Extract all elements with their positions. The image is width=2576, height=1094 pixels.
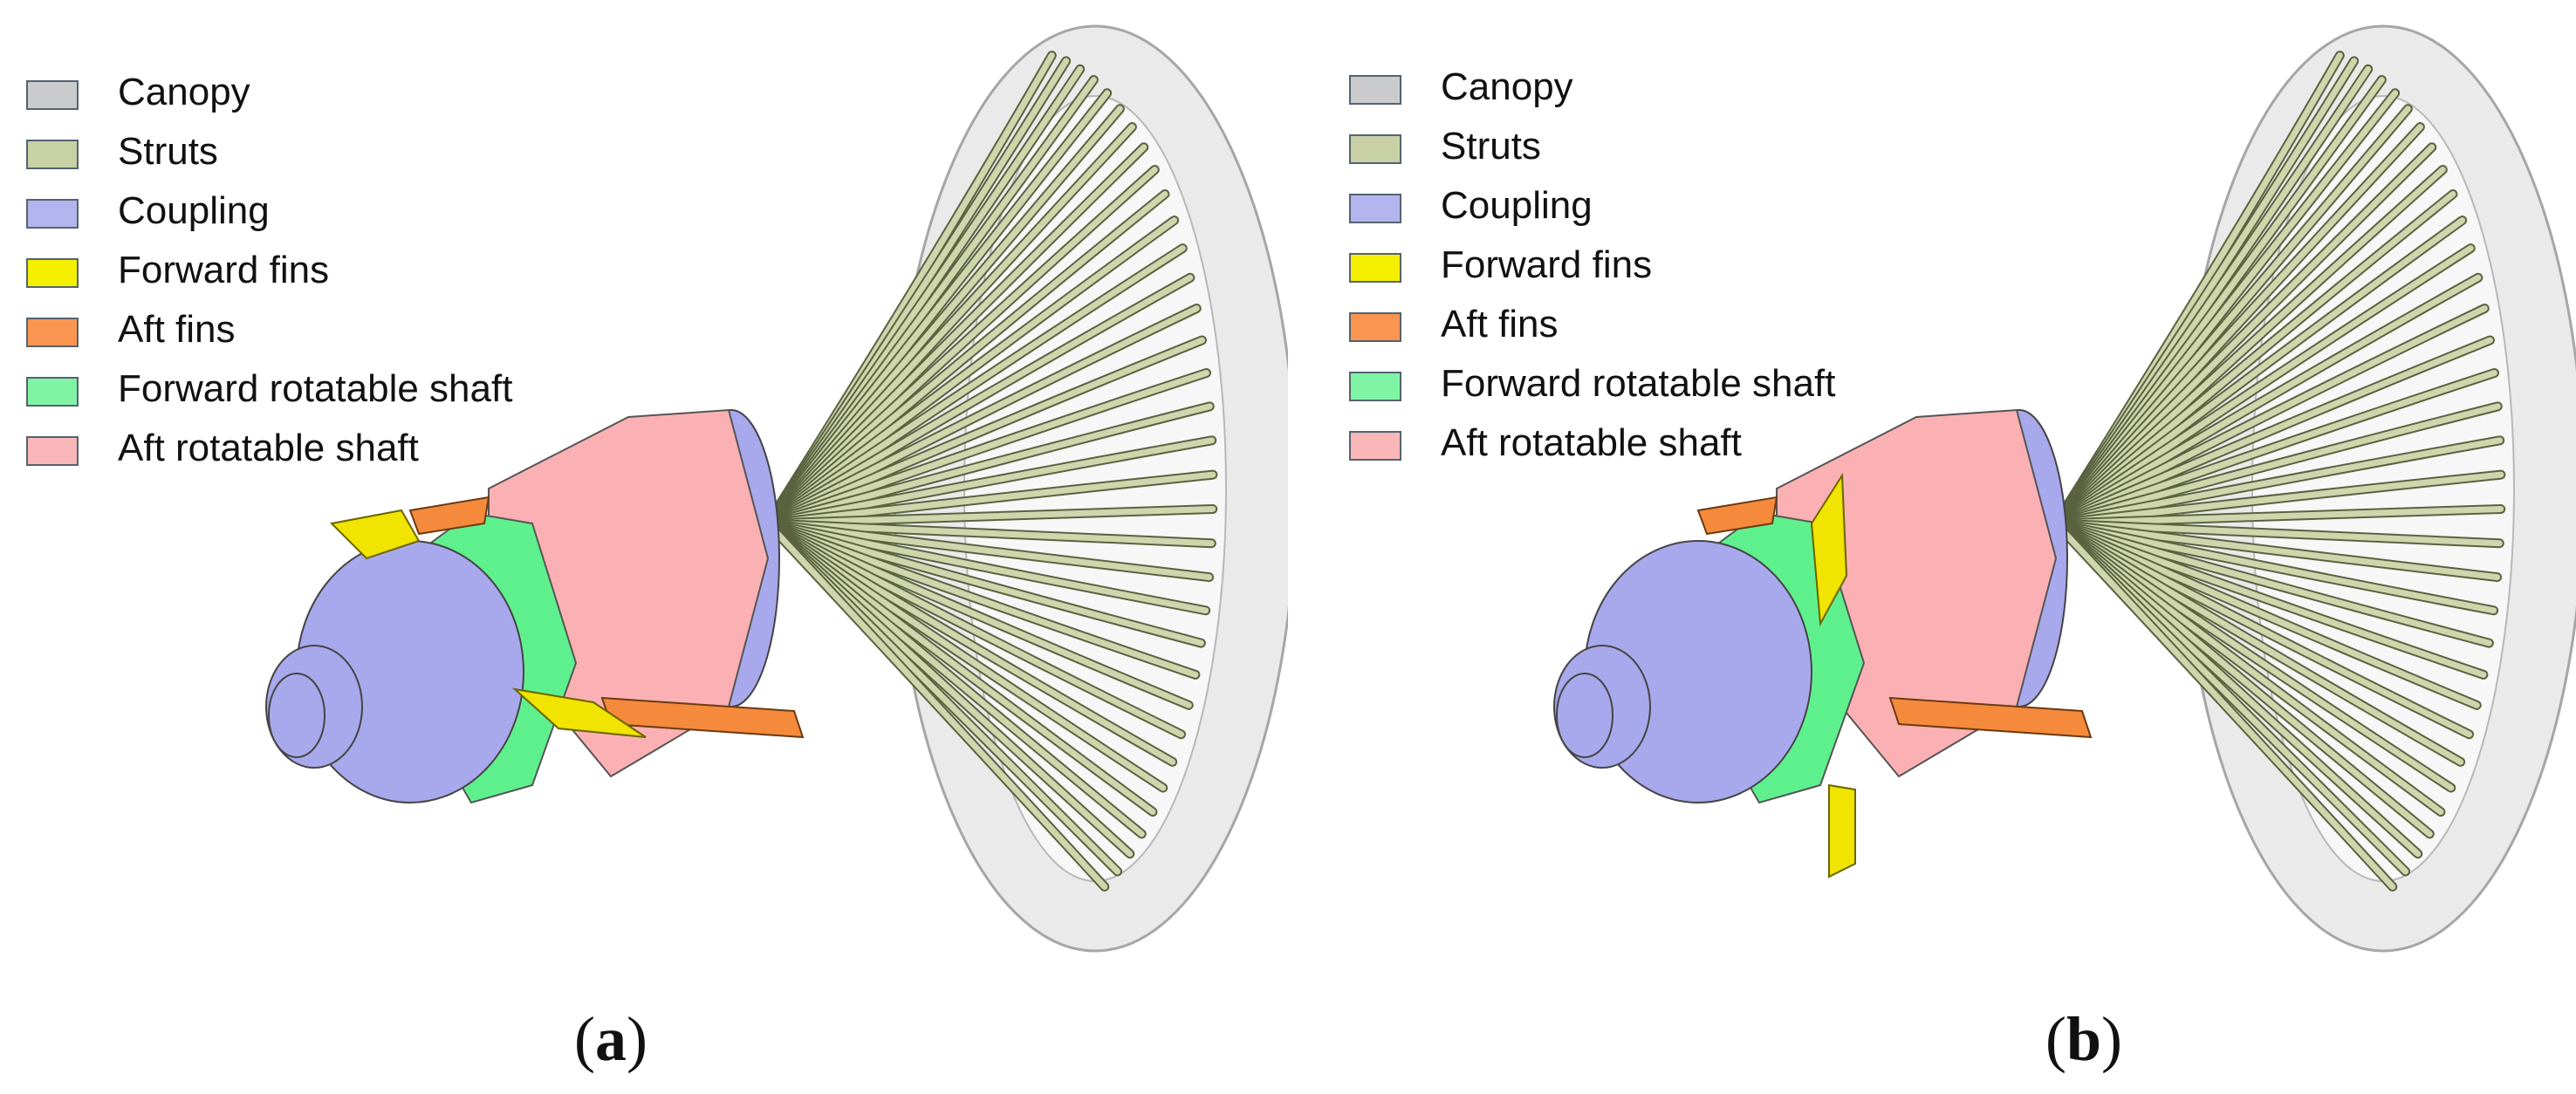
caption-b-letter: b xyxy=(2066,1004,2102,1074)
strut xyxy=(2052,437,2504,527)
caption-b-open: ( xyxy=(2045,1004,2066,1074)
struts-swatch xyxy=(1349,134,1401,164)
panel-b: Canopy Struts Coupling Forward fins Aft … xyxy=(1288,0,2576,1094)
strut xyxy=(2052,520,2396,890)
caption-a-letter: a xyxy=(595,1004,627,1074)
strut xyxy=(2052,520,2497,614)
strut xyxy=(2052,403,2501,527)
strut xyxy=(764,520,1209,614)
strut xyxy=(764,337,1205,527)
forward-fins-swatch xyxy=(1349,253,1401,283)
strut xyxy=(2052,337,2493,527)
forward-rotatable-shaft-swatch xyxy=(1349,372,1401,401)
aft-fin xyxy=(1696,496,1778,536)
caption-b-close: ) xyxy=(2101,1004,2122,1074)
legend-label-forward-rotatable-shaft: Forward rotatable shaft xyxy=(1441,362,1836,405)
strut xyxy=(2052,471,2504,527)
aft-fin xyxy=(1888,696,2093,739)
strut xyxy=(764,370,1209,527)
legend-label-coupling: Coupling xyxy=(1441,184,1593,227)
parachute-model-b xyxy=(1553,24,2576,953)
legend-label-canopy: Canopy xyxy=(1441,65,1573,108)
strut xyxy=(764,403,1213,527)
coupling-swatch xyxy=(26,199,79,229)
legend-label-coupling: Coupling xyxy=(118,189,270,232)
legend-label-forward-rotatable-shaft: Forward rotatable shaft xyxy=(118,367,513,410)
forward-fin xyxy=(511,687,647,738)
aft-rotatable-shaft-swatch xyxy=(26,436,79,466)
legend-label-aft-rotatable-shaft: Aft rotatable shaft xyxy=(1441,421,1742,464)
legend-label-aft-fins: Aft fins xyxy=(118,308,236,351)
aft-fin xyxy=(408,496,490,536)
panel-a: Canopy Struts Coupling Forward fins Aft … xyxy=(26,24,1288,1076)
strut xyxy=(764,520,1108,890)
forward-fin xyxy=(329,509,421,560)
aft-fins-swatch xyxy=(26,318,79,347)
legend-label-aft-rotatable-shaft: Aft rotatable shaft xyxy=(118,427,419,469)
coupling-swatch xyxy=(1349,194,1401,223)
strut xyxy=(2052,370,2497,527)
coupling-tip-face xyxy=(1556,673,1613,758)
strut xyxy=(764,505,1216,527)
legend-label-canopy: Canopy xyxy=(118,71,250,113)
aft-rotatable-shaft-swatch xyxy=(1349,431,1401,461)
legend-label-aft-fins: Aft fins xyxy=(1441,303,1559,345)
caption-a: (a) xyxy=(524,1003,698,1076)
legend-label-struts: Struts xyxy=(1441,125,1541,168)
forward-fin xyxy=(1810,472,1848,627)
parachute-model-a xyxy=(265,24,1288,953)
legend-label-forward-fins: Forward fins xyxy=(1441,243,1653,286)
strut xyxy=(2052,520,2503,547)
canopy-swatch xyxy=(1349,75,1401,105)
canopy-swatch xyxy=(26,80,79,110)
strut xyxy=(764,520,1215,547)
aft-fins-swatch xyxy=(1349,312,1401,342)
strut xyxy=(2052,520,2501,581)
legend-label-struts: Struts xyxy=(118,130,218,173)
legend-label-forward-fins: Forward fins xyxy=(118,249,330,291)
forward-rotatable-shaft-swatch xyxy=(26,377,79,407)
struts-swatch xyxy=(26,140,79,169)
caption-b: (b) xyxy=(1997,1003,2171,1076)
strut xyxy=(2052,505,2504,527)
coupling-tip-face xyxy=(268,673,325,758)
caption-a-open: ( xyxy=(574,1004,595,1074)
strut xyxy=(764,471,1216,527)
caption-a-close: ) xyxy=(627,1004,647,1074)
strut xyxy=(764,437,1216,527)
forward-fin xyxy=(1828,783,1856,879)
strut xyxy=(764,520,1213,581)
forward-fins-swatch xyxy=(26,258,79,288)
